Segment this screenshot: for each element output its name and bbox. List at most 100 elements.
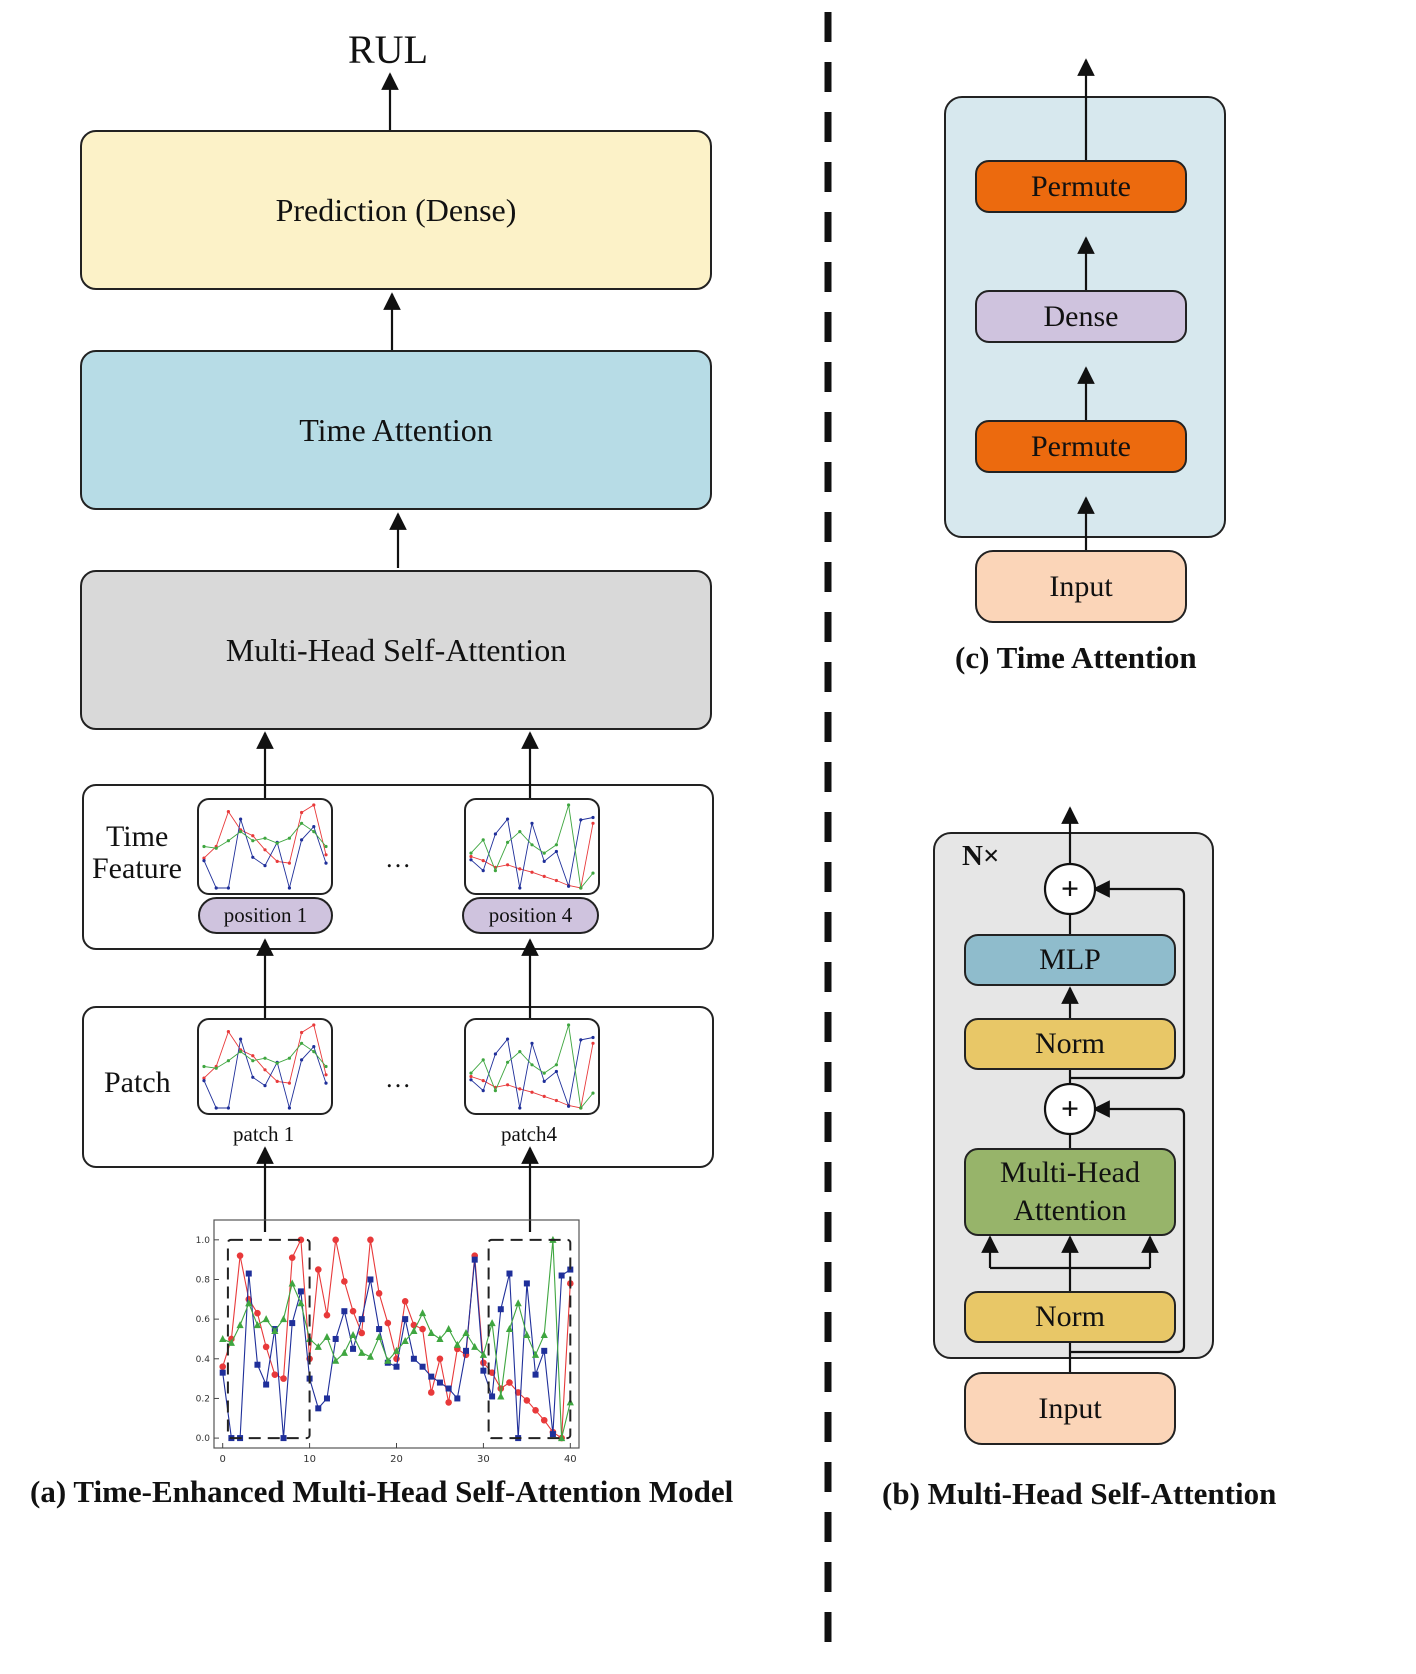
blue-point xyxy=(402,1316,409,1323)
blue-thumb-point xyxy=(506,1037,510,1041)
time-attention-input-block[interactable]: Input xyxy=(975,550,1187,623)
prediction-dense-block[interactable]: Prediction (Dense) xyxy=(80,130,712,290)
red-thumb-point xyxy=(226,1030,230,1034)
green-thumb-point xyxy=(312,830,316,834)
red-point xyxy=(401,1297,409,1305)
green-point xyxy=(540,1330,548,1338)
blue-point xyxy=(289,1320,296,1327)
dense-block[interactable]: Dense xyxy=(975,290,1187,343)
red-thumb-point xyxy=(591,1041,595,1045)
norm-top-block[interactable]: Norm xyxy=(964,1018,1176,1070)
time-feature-4-chart xyxy=(469,803,595,890)
red-point xyxy=(297,1236,305,1244)
green-point xyxy=(236,1321,244,1329)
red-point xyxy=(506,1379,513,1386)
green-thumb-point xyxy=(493,1089,497,1093)
red-point xyxy=(523,1397,531,1404)
mlp-block[interactable]: MLP xyxy=(964,934,1176,986)
green-thumb-point xyxy=(239,830,243,834)
red-thumb-point xyxy=(518,1087,522,1091)
permute-bottom-block[interactable]: Permute xyxy=(975,420,1187,473)
blue-thumb-point xyxy=(251,855,255,859)
blue-point xyxy=(436,1379,443,1386)
y-tick-label: 0.8 xyxy=(196,1275,211,1285)
blue-point xyxy=(332,1335,339,1342)
blue-thumb-point xyxy=(579,1038,583,1042)
blue-point xyxy=(350,1345,357,1352)
red-thumb-point xyxy=(312,803,316,807)
x-tick-label: 40 xyxy=(564,1454,577,1465)
green-thumb-point xyxy=(239,1050,243,1054)
norm-bottom-block[interactable]: Norm xyxy=(964,1291,1176,1343)
green-thumb-point xyxy=(567,803,571,807)
red-thumb-point xyxy=(324,853,328,857)
blue-thumb-point xyxy=(300,1058,304,1062)
green-point xyxy=(279,1315,288,1323)
blue-thumb-point xyxy=(239,1037,243,1041)
green-point xyxy=(245,1299,253,1307)
plus-node-bottom: + xyxy=(1043,1082,1097,1136)
blue-thumb-point xyxy=(518,886,522,890)
patch-label: Patch xyxy=(104,1066,171,1099)
blue-thumb-point xyxy=(202,1079,206,1083)
blue-point xyxy=(263,1381,270,1388)
mhsa-input-block[interactable]: Input xyxy=(964,1372,1176,1445)
blue-point xyxy=(532,1371,539,1378)
blue-point xyxy=(489,1393,496,1400)
multi-head-attention-block[interactable]: Multi-Head Attention xyxy=(964,1148,1176,1236)
time-attention-block[interactable]: Time Attention xyxy=(80,350,712,510)
red-point xyxy=(384,1319,392,1327)
blue-thumb-point xyxy=(542,1079,546,1083)
blue-thumb-point xyxy=(312,1045,316,1049)
red-thumb-point xyxy=(481,1079,485,1083)
blue-point xyxy=(541,1347,548,1354)
blue-point xyxy=(393,1363,400,1370)
green-series-line xyxy=(222,1239,571,1439)
red-point xyxy=(480,1359,487,1367)
x-tick-label: 30 xyxy=(477,1454,490,1465)
green-thumb-line xyxy=(203,822,327,849)
blue-thumb-point xyxy=(214,1106,218,1110)
blue-point xyxy=(315,1405,322,1412)
blue-thumb-point xyxy=(579,818,583,822)
blue-thumb-point xyxy=(469,858,473,862)
permute-top-block[interactable]: Permute xyxy=(975,160,1187,213)
y-tick-label: 1.0 xyxy=(196,1236,211,1246)
red-thumb-point xyxy=(506,1083,510,1087)
red-thumb-point xyxy=(469,854,473,859)
red-thumb-point xyxy=(518,867,522,871)
green-thumb-point xyxy=(506,1060,510,1064)
blue-point xyxy=(358,1316,365,1323)
green-thumb-point xyxy=(579,1106,583,1110)
blue-point xyxy=(497,1306,504,1313)
blue-thumb-point xyxy=(591,815,595,820)
green-thumb-point xyxy=(275,1061,279,1065)
left-arrows xyxy=(256,72,539,1232)
red-series-line xyxy=(222,1237,571,1440)
green-thumb-point xyxy=(251,1059,255,1063)
green-thumb-point xyxy=(542,1071,546,1075)
y-tick-label: 0.2 xyxy=(196,1394,210,1404)
blue-thumb-point xyxy=(554,1069,559,1074)
green-point xyxy=(558,1434,566,1442)
blue-thumb-point xyxy=(226,1106,230,1110)
blue-thumb-point xyxy=(567,1104,571,1108)
mhsa-arrows xyxy=(981,806,1186,1372)
y-tick-label: 0.4 xyxy=(196,1355,211,1365)
multi-head-self-attention-block[interactable]: Multi-Head Self-Attention xyxy=(80,570,712,730)
green-thumb-point xyxy=(506,840,510,845)
red-point xyxy=(254,1309,261,1317)
blue-thumb-point xyxy=(493,832,497,836)
green-point xyxy=(366,1352,375,1360)
red-point xyxy=(262,1343,270,1351)
red-point xyxy=(288,1254,296,1261)
green-thumb-point xyxy=(567,1023,571,1027)
patch-panel xyxy=(82,1006,714,1168)
blue-thumb-point xyxy=(518,1106,522,1110)
green-thumb-point xyxy=(300,821,304,825)
red-point xyxy=(514,1389,522,1396)
blue-thumb-point xyxy=(312,825,316,829)
caption-c: (c) Time Attention xyxy=(955,640,1197,675)
blue-point xyxy=(428,1373,435,1380)
